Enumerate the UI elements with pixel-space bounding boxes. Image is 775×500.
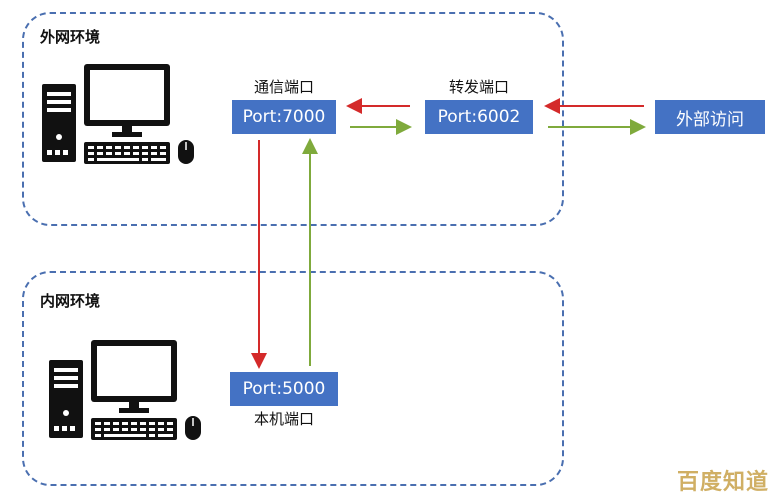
- desktop-computer-icon: [42, 64, 194, 164]
- forward-port-label: 转发端口: [448, 78, 509, 96]
- outer-network-title: 外网环境: [40, 28, 101, 46]
- desktop-computer-icon: [49, 340, 201, 440]
- mouse-icon: [178, 140, 194, 164]
- local-port-label: 本机端口: [253, 410, 314, 428]
- inner-network-title: 内网环境: [40, 292, 101, 310]
- inner-network-zone: [22, 271, 564, 486]
- keyboard-icon: [91, 418, 177, 440]
- mouse-icon: [185, 416, 201, 440]
- comm-port-label: 通信端口: [253, 78, 314, 96]
- comm-port-box: Port:7000: [232, 100, 336, 134]
- watermark: 百度知道: [676, 470, 769, 495]
- forward-port-box: Port:6002: [425, 100, 533, 134]
- outer-network-zone: [22, 12, 564, 226]
- local-port-box: Port:5000: [230, 372, 338, 406]
- keyboard-icon: [84, 142, 170, 164]
- external-access-box: 外部访问: [655, 100, 765, 134]
